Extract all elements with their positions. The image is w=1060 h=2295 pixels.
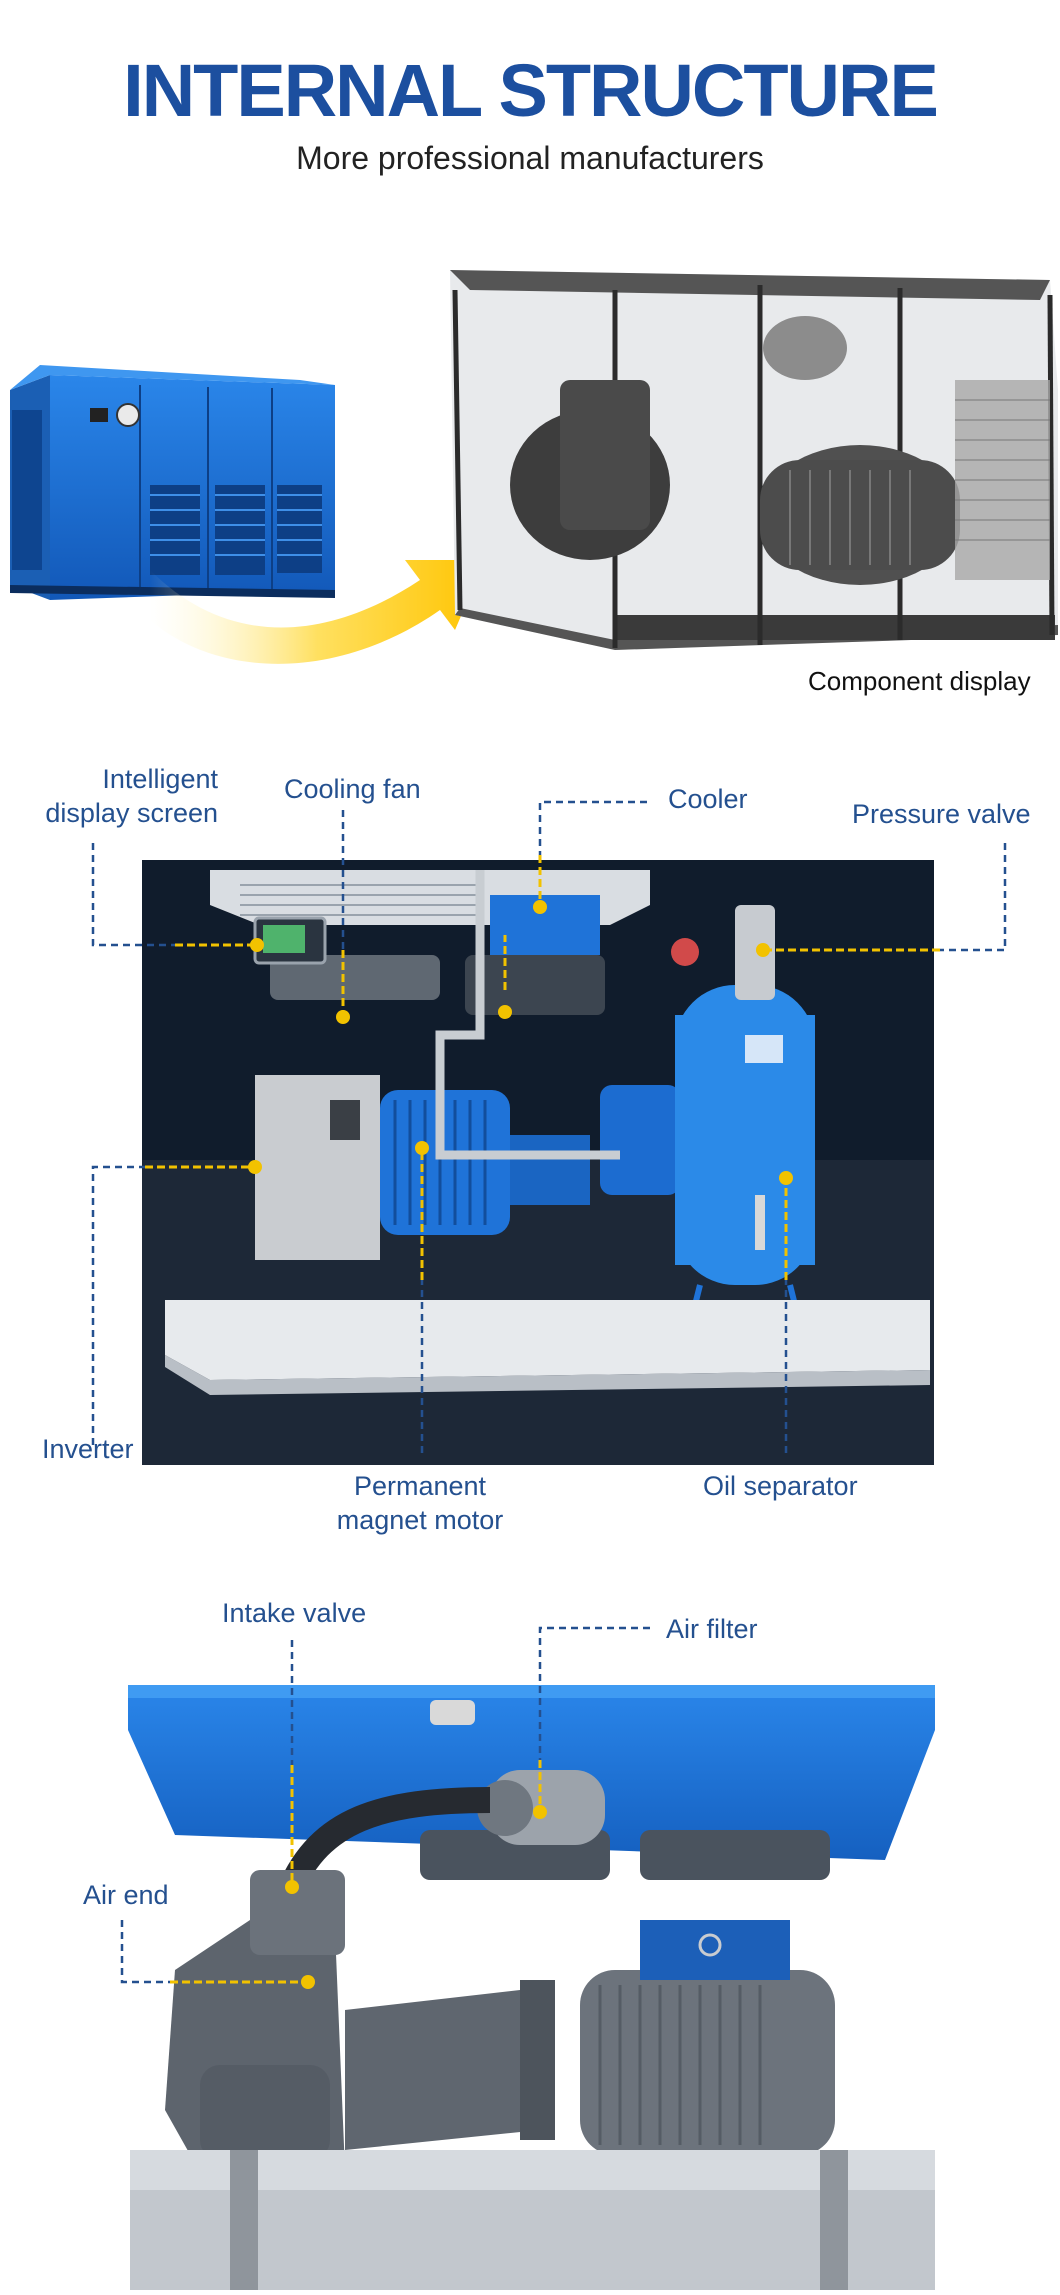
cooling-fan-right (465, 955, 605, 1015)
label-pressure-valve: Pressure valve (852, 799, 1031, 829)
label-intake-valve: Intake valve (222, 1598, 367, 1628)
pointer-dots (248, 900, 793, 1185)
interior-illustration (91, 800, 1007, 1465)
component-display-illustration (10, 270, 1058, 664)
cooling-fan-left (270, 955, 440, 1000)
label-permanent-magnet-motor: Permanent magnet motor (336, 1471, 504, 1535)
leader-lines-dashed (120, 1626, 650, 1984)
exterior-compressor-image (10, 365, 335, 600)
air-end-illustration (120, 1626, 935, 2290)
section-component-display: Component display (0, 230, 1060, 750)
label-air-end: Air end (83, 1880, 169, 1910)
motor-body (380, 1090, 510, 1235)
inverter-cabinet (255, 1075, 380, 1260)
interior-base (165, 1300, 930, 1380)
leader-lines-dashed (91, 800, 1007, 1453)
leader-lines-pointer (145, 855, 940, 1280)
label-cooler: Cooler (668, 784, 748, 814)
pointer-dots (285, 1805, 547, 1989)
leader-lines-pointer (170, 1760, 542, 1984)
transition-arrow-icon (150, 560, 485, 664)
oil-separator-tank (675, 985, 815, 1326)
section-interior-labels: Intelligent display screen Cooling fan C… (0, 755, 1060, 1555)
label-cooling-fan: Cooling fan (284, 774, 421, 804)
air-end-body (165, 1870, 345, 2190)
component-display-caption: Component display (808, 666, 1031, 696)
motor-body (580, 1970, 835, 2155)
label-inverter: Inverter (42, 1434, 134, 1464)
component-display-image (450, 270, 1058, 650)
label-display-screen: Intelligent display screen (45, 764, 218, 828)
page-title: INTERNAL STRUCTURE (123, 49, 939, 132)
pressure-valve-body (735, 905, 775, 1000)
section-air-end: Intake valve Air filter Air end (0, 1590, 1060, 2295)
label-oil-separator: Oil separator (703, 1471, 858, 1501)
page-subtitle: More professional manufacturers (296, 140, 764, 176)
label-air-filter: Air filter (666, 1614, 758, 1644)
